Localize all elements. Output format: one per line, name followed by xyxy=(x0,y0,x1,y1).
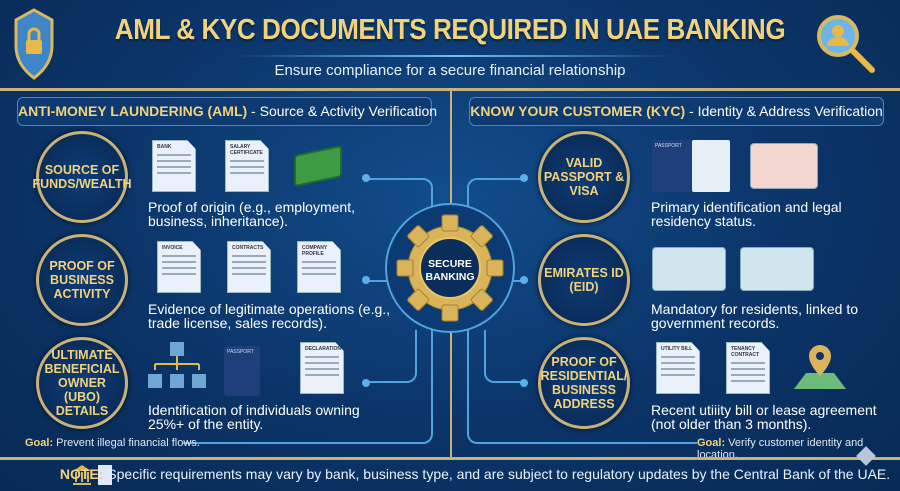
icon-label: BANK xyxy=(157,144,172,150)
connector-line xyxy=(467,330,697,444)
kyc-emirates-id-badge: EMIRATES ID (EID) xyxy=(538,234,630,326)
icon-label: DECLARATION xyxy=(305,346,342,352)
aml-source-of-funds-badge: SOURCE OF FUNDS/WEALTH xyxy=(32,131,132,223)
kyc-address-desc: Recent utiiity bill or lease agreement (… xyxy=(651,402,877,432)
utility-bill-icon: UTILITY BILL xyxy=(656,342,700,394)
bank-document-icon xyxy=(73,465,112,485)
invoice-icon: INVOICE xyxy=(157,241,201,293)
goal-label: Goal: xyxy=(697,437,726,449)
residence-visa-icon xyxy=(750,143,818,189)
passport-icon: PASSPORT xyxy=(652,140,692,192)
shield-lock-icon xyxy=(14,8,54,80)
aml-heading-bold: ANTI-MONEY LAUNDERING (AML) xyxy=(18,103,248,119)
connector-dot xyxy=(362,174,370,182)
connector-dot xyxy=(362,276,370,284)
page-subtitle: Ensure compliance for a secure financial… xyxy=(274,62,626,79)
kyc-passport-desc: Primary identification and legal residen… xyxy=(651,199,842,229)
company-profile-icon: COMPANY PROFILE xyxy=(297,241,341,293)
connector-line xyxy=(484,330,525,383)
connector-line xyxy=(183,330,433,444)
icon-label: SALARY CERTIFICATE xyxy=(230,144,263,156)
icon-label: CONTRACTS xyxy=(232,245,264,251)
aml-business-activity-desc: Evidence of legitimate operations (e.g.,… xyxy=(148,301,391,331)
passport-page-icon xyxy=(692,140,730,192)
emirates-id-back-icon xyxy=(740,247,814,291)
goal-text: Prevent illegal financial flows. xyxy=(53,437,200,449)
salary-certificate-icon: SALARY CERTIFICATE xyxy=(225,140,269,192)
kyc-goal: Goal: Verify customer identity and locat… xyxy=(697,437,900,461)
icon-label: PASSPORT xyxy=(655,143,682,149)
aml-ubo-desc: Identification of individuals owning 25%… xyxy=(148,402,360,432)
tenancy-contract-icon: TENANCY CONTRACT xyxy=(726,342,770,394)
note-text: Specific requirements may vary by bank, … xyxy=(103,466,891,482)
connector-dot xyxy=(520,379,528,387)
passport-icon: PASSPORT xyxy=(224,346,260,396)
emirates-id-front-icon xyxy=(652,247,726,291)
aml-source-of-funds-desc: Proof of origin (e.g., employment, busin… xyxy=(148,199,355,229)
map-pin-icon xyxy=(794,345,846,389)
connector-line xyxy=(367,280,397,282)
connector-line xyxy=(503,280,525,282)
kyc-passport-badge: VALID PASSPORT & VISA xyxy=(538,131,630,223)
kyc-address-badge: PROOF OF RESIDENTIAL/ BUSINESS ADDRESS xyxy=(538,337,630,429)
aml-goal: Goal: Prevent illegal financial flows. xyxy=(25,437,200,449)
contracts-icon: CONTRACTS xyxy=(227,241,271,293)
page-title: AML & KYC DOCUMENTS REQUIRED IN UAE BANK… xyxy=(114,14,786,46)
connector-dot xyxy=(520,276,528,284)
money-icon xyxy=(294,144,342,188)
magnifier-user-icon xyxy=(817,15,875,73)
aml-section-header: ANTI-MONEY LAUNDERING (AML) - Source & A… xyxy=(17,97,437,126)
org-chart-icon xyxy=(148,342,206,388)
bank-statement-icon: BANK xyxy=(152,140,196,192)
declaration-icon: DECLARATION xyxy=(300,342,344,394)
icon-label: INVOICE xyxy=(162,245,183,251)
footer-divider xyxy=(0,457,900,460)
goal-label: Goal: xyxy=(25,437,54,449)
kyc-heading-bold: KNOW YOUR CUSTOMER (KYC) xyxy=(470,103,686,119)
icon-label: UTILITY BILL xyxy=(661,346,693,352)
connector-dot xyxy=(520,174,528,182)
note-label: NOTE: xyxy=(59,466,104,482)
secure-banking-label: SECURE BANKING xyxy=(425,258,475,283)
aml-heading-rest: - Source & Activity Verification xyxy=(247,103,438,119)
kyc-heading-rest: - Identity & Address Verification xyxy=(685,103,883,119)
aml-business-activity-badge: PROOF OF BUSINESS ACTIVITY xyxy=(36,234,128,326)
kyc-section-header: KNOW YOUR CUSTOMER (KYC) - Identity & Ad… xyxy=(469,97,884,126)
connector-dot xyxy=(362,379,370,387)
icon-label: COMPANY PROFILE xyxy=(302,245,328,257)
icon-label: PASSPORT xyxy=(227,349,254,355)
aml-ubo-badge: ULTIMATE BENEFICIAL OWNER (UBO) DETAILS xyxy=(36,337,128,429)
footer-note: NOTE: Specific requirements may vary by … xyxy=(0,466,900,482)
kyc-emirates-id-desc: Mandatory for residents, linked to gover… xyxy=(651,301,858,331)
gear-icon xyxy=(396,214,504,322)
icon-label: TENANCY CONTRACT xyxy=(731,346,760,358)
connector-line xyxy=(367,330,417,383)
title-underline xyxy=(235,55,675,57)
